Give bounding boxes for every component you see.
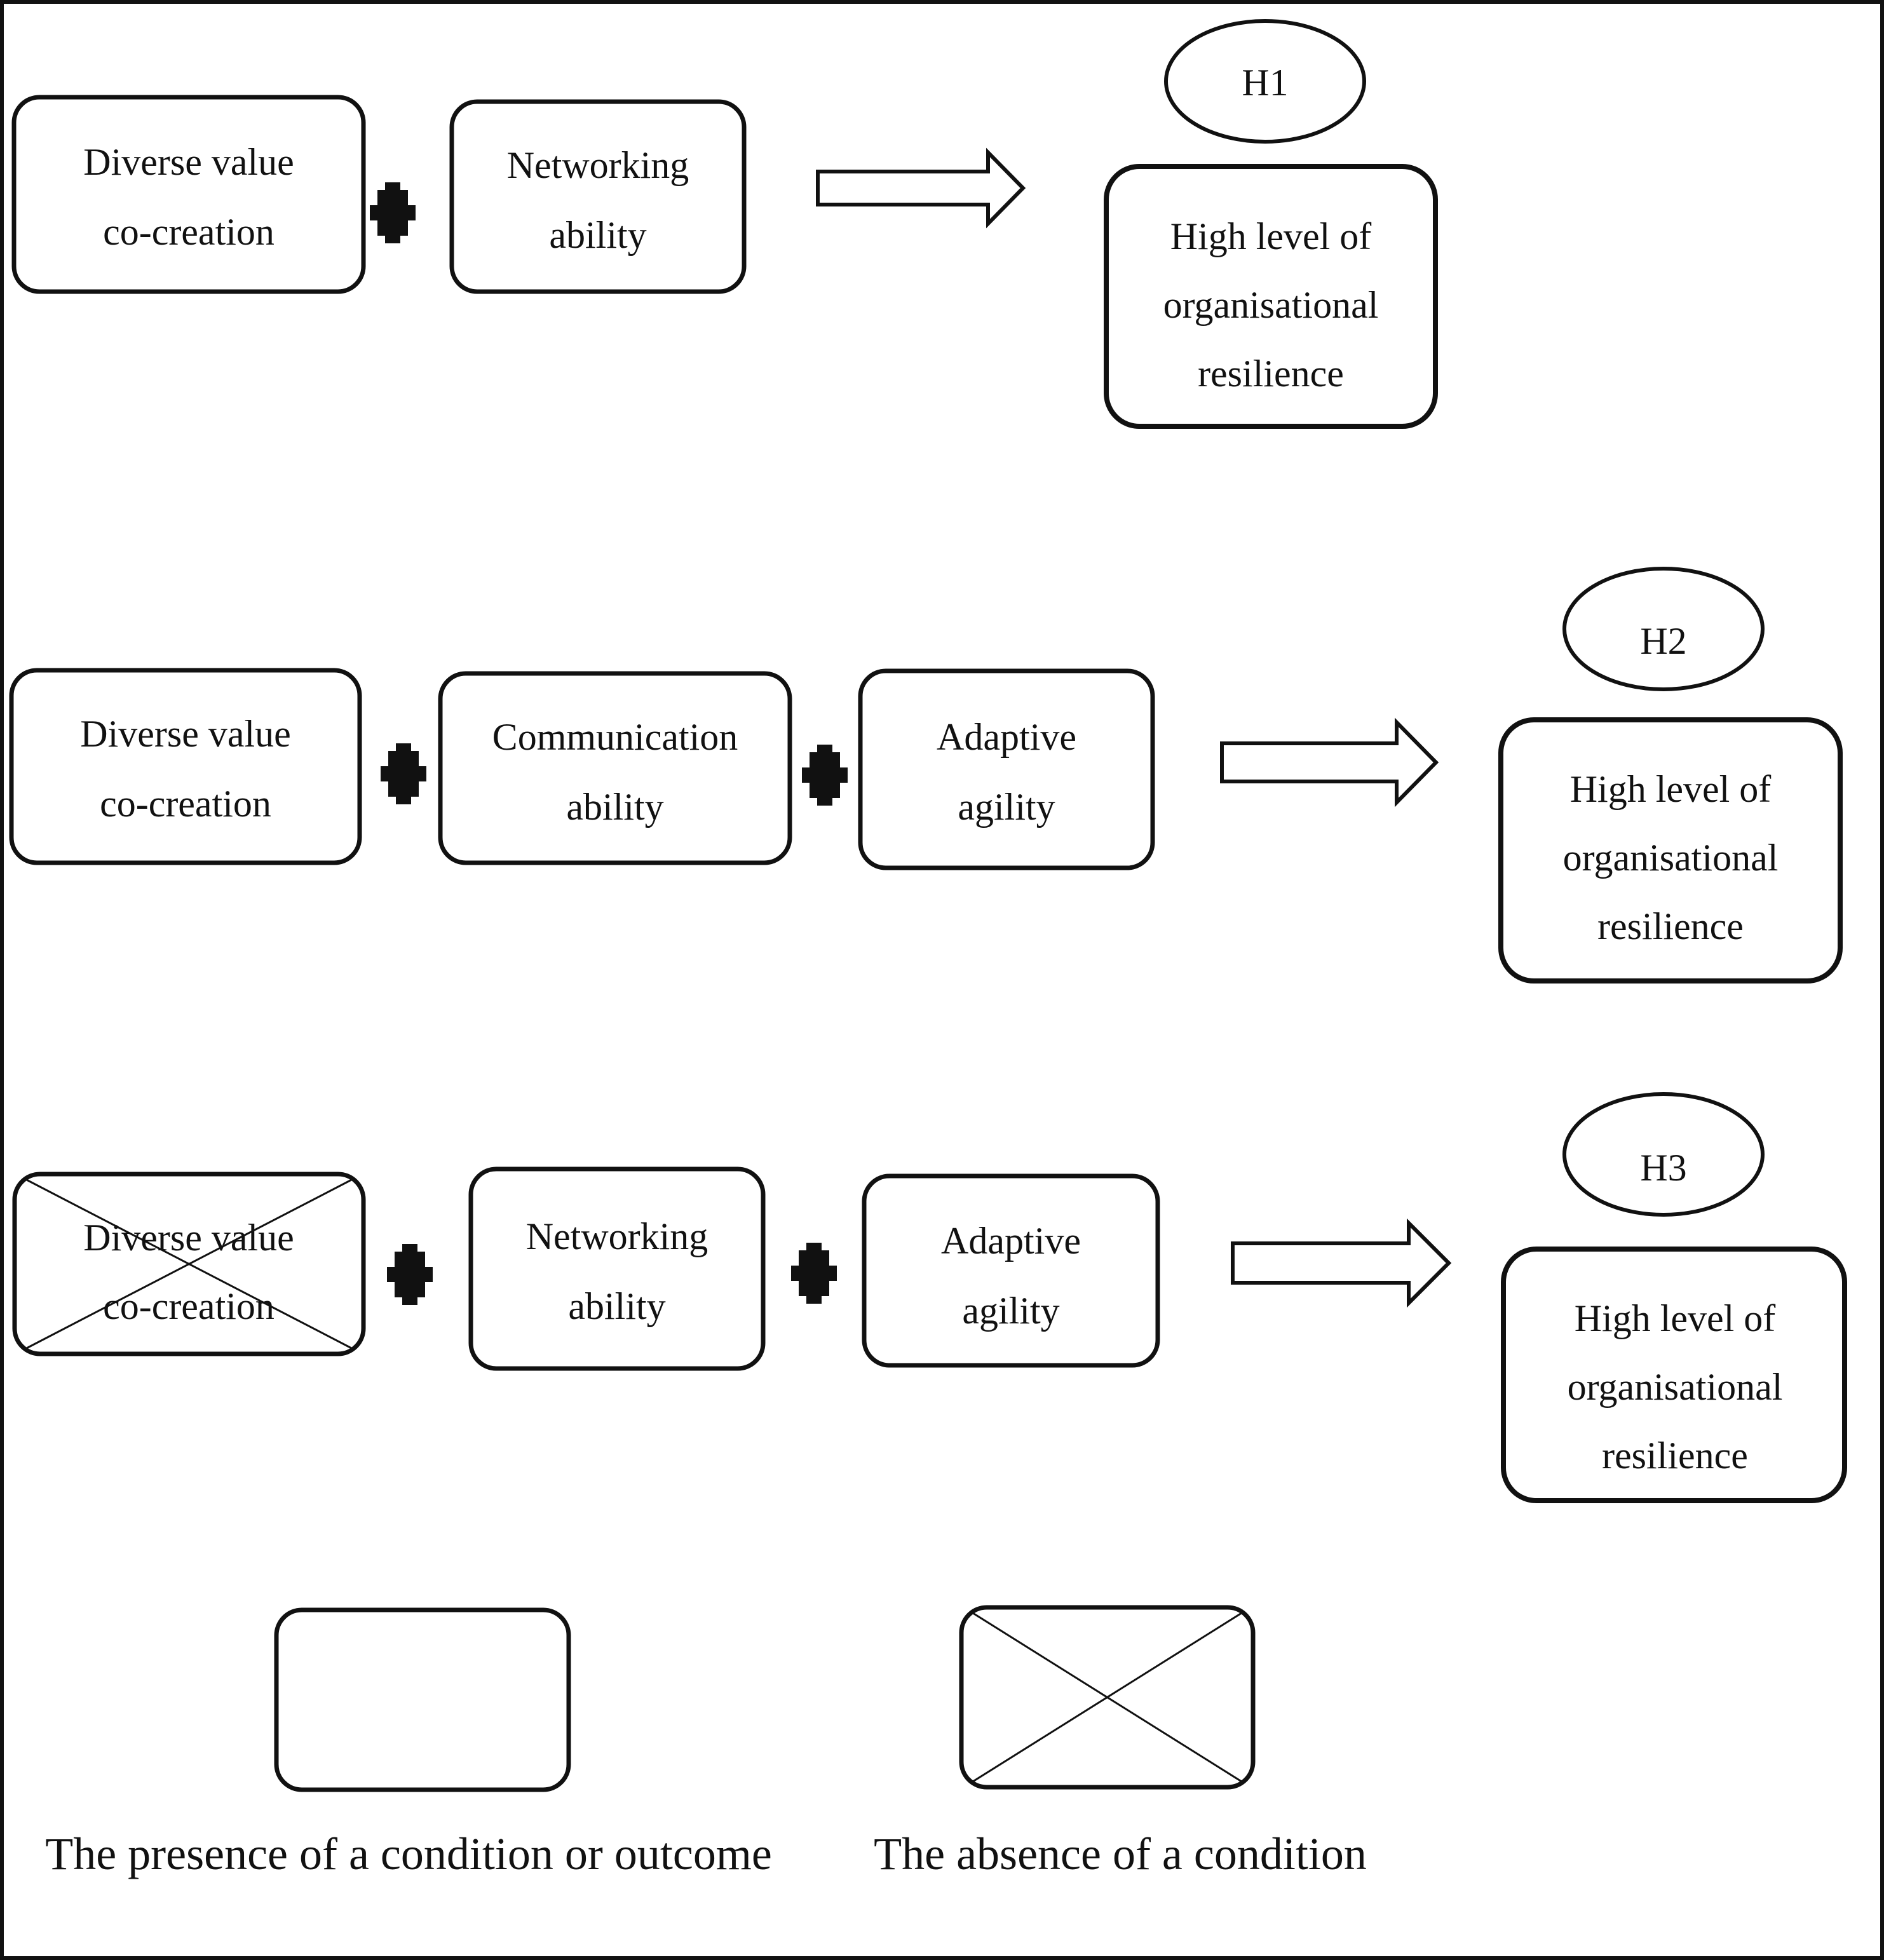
condition-label-line: Diverse value (80, 713, 291, 755)
legend-presence-swatch (274, 1607, 571, 1792)
condition-label-line: ability (566, 786, 663, 828)
condition-box: Adaptive agility (862, 1173, 1160, 1368)
condition-label-line: co-creation (100, 783, 271, 825)
right-arrow-icon (816, 147, 1026, 229)
hypothesis-label: H1 (1242, 62, 1288, 104)
absent-condition-box: Diverse value co-creation (12, 1172, 366, 1356)
outcome-label-line: High level of (1570, 768, 1772, 810)
condition-box: Networking ability (449, 99, 747, 294)
and-operator-icon (387, 1244, 433, 1305)
condition-label-line: Communication (492, 716, 738, 758)
hypothesis-row-h3: Diverse value co-creation Networking abi… (12, 1092, 1847, 1503)
legend-presence: The presence of a condition or outcome (45, 1607, 772, 1879)
and-operator-icon (381, 743, 426, 804)
and-operator-icon (370, 182, 416, 243)
condition-label-line: agility (962, 1290, 1059, 1332)
outcome-box: High level of organisational resilience (1104, 164, 1438, 429)
outcome-label-line: resilience (1602, 1435, 1748, 1477)
outcome-label-line: High level of (1170, 215, 1372, 257)
condition-box: Communication ability (438, 671, 792, 865)
condition-label-line: Networking (526, 1215, 708, 1257)
and-operator-icon (802, 745, 848, 806)
right-arrow-icon (1231, 1218, 1452, 1308)
condition-box: Diverse value co-creation (11, 95, 366, 294)
hypothesis-label: H3 (1640, 1147, 1686, 1189)
hypothesis-label: H2 (1640, 620, 1686, 662)
hypothesis-row-h2: Diverse value co-creation Communication … (9, 567, 1843, 983)
outcome-label-line: resilience (1198, 353, 1344, 395)
legend-absence-swatch (959, 1605, 1256, 1790)
condition-label-line: agility (958, 786, 1055, 828)
outcome-label-line: organisational (1163, 284, 1379, 326)
legend: The presence of a condition or outcome T… (45, 1605, 1367, 1879)
outcome-box: High level of organisational resilience (1498, 717, 1843, 983)
condition-box: Networking ability (468, 1166, 766, 1371)
condition-label-line: co-creation (103, 211, 274, 253)
condition-label-line: co-creation (103, 1285, 274, 1327)
condition-label-line: ability (549, 214, 646, 256)
hypothesis-badge: H3 (1562, 1092, 1765, 1217)
and-operator-icon (791, 1243, 837, 1304)
outcome-label-line: organisational (1563, 837, 1779, 879)
condition-box: Adaptive agility (858, 668, 1155, 870)
condition-label-line: ability (568, 1285, 665, 1327)
hypothesis-badge: H1 (1164, 19, 1366, 144)
legend-absence-label: The absence of a condition (874, 1828, 1367, 1879)
condition-label-line: Adaptive (941, 1220, 1081, 1262)
hypothesis-row-h1: Diverse value co-creation Networking abi… (11, 19, 1438, 429)
legend-absence: The absence of a condition (874, 1605, 1367, 1879)
outcome-label-line: High level of (1575, 1297, 1776, 1339)
outcome-label-line: organisational (1568, 1366, 1783, 1408)
condition-label-line: Diverse value (83, 141, 294, 183)
right-arrow-icon (1220, 717, 1439, 808)
condition-label-line: Diverse value (83, 1217, 294, 1259)
outcome-box: High level of organisational resilience (1501, 1247, 1847, 1503)
condition-label-line: Adaptive (937, 716, 1076, 758)
condition-label-line: Networking (507, 144, 689, 186)
condition-box: Diverse value co-creation (9, 668, 362, 865)
hypothesis-badge: H2 (1562, 567, 1765, 691)
outcome-label-line: resilience (1597, 905, 1744, 947)
legend-presence-label: The presence of a condition or outcome (45, 1828, 772, 1879)
